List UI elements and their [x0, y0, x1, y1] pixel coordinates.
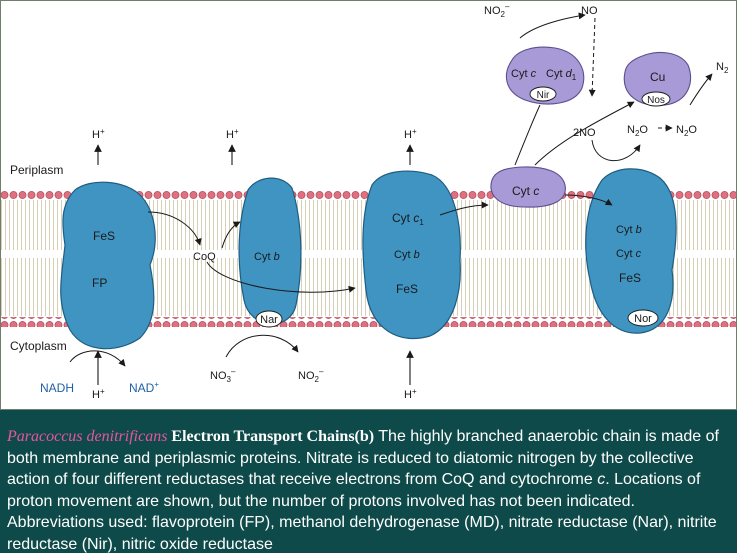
nitrate-reductase-nar: Cyt b Nar — [238, 177, 302, 328]
nor-badge — [627, 309, 659, 327]
no-label: NO — [581, 5, 598, 17]
svg-text:N2: N2 — [716, 61, 729, 75]
complex-fp-fes: FeS FP — [60, 181, 156, 350]
svg-text:Nos: Nos — [647, 95, 665, 106]
cytoplasm-label: Cytoplasm — [10, 339, 67, 353]
caption-text-1: The highly branched anaerobic chain is m… — [7, 428, 719, 488]
svg-text:H+: H+ — [404, 387, 417, 401]
two-no-label: 2NO — [573, 127, 596, 139]
nitrite-reductase-nir: Cyt c Cyt d1 Nir — [505, 46, 585, 105]
svg-text:N2O: N2O — [627, 124, 648, 138]
fes-label: Fe — [93, 229, 107, 243]
svg-text:NO2–: NO2– — [484, 2, 510, 19]
svg-text:Cyt c1: Cyt c1 — [392, 211, 424, 227]
fp-label: FP — [92, 276, 107, 290]
complex-cytbc1: Cyt c1 Cyt b FeS — [362, 170, 461, 340]
species-labels: NADH NAD+ NO3– NO2– NO2– NO 2NO N2O N2O … — [40, 2, 729, 395]
proton-arrows — [94, 144, 414, 385]
svg-text:N2O: N2O — [676, 124, 697, 138]
electron-transport-diagram: Periplasm Cytoplasm FeS FP Cyt b Nar CoQ… — [0, 0, 737, 410]
caption-text-italic: c — [597, 471, 606, 488]
svg-text:Cyt b: Cyt b — [394, 249, 420, 261]
svg-text:NAD+: NAD+ — [129, 380, 159, 395]
svg-text:Cyt c: Cyt c — [512, 184, 539, 198]
nos-badge — [641, 91, 671, 107]
nor-fes-label: FeS — [619, 271, 641, 285]
svg-text:FeS: FeS — [93, 229, 115, 243]
cu-label: Cu — [650, 70, 665, 84]
nir-badge — [529, 86, 557, 102]
svg-text:H+: H+ — [226, 127, 239, 141]
svg-text:NO3–: NO3– — [210, 367, 236, 384]
svg-text:H+: H+ — [92, 387, 105, 401]
nadh-label: NADH — [40, 381, 74, 395]
svg-text:Cyt c: Cyt c — [511, 68, 537, 80]
svg-text:Nor: Nor — [634, 313, 652, 325]
caption-species: Paracoccus denitrificans — [7, 428, 168, 445]
caption-title: Electron Transport Chains(b) — [167, 428, 375, 445]
svg-text:Cyt b: Cyt b — [616, 224, 642, 236]
figure-caption: Paracoccus denitrificans Electron Transp… — [0, 410, 737, 553]
caption-text-2: . Locations of proton movement are shown… — [7, 471, 717, 553]
proton-labels: H+ H+ H+ H+ H+ — [92, 127, 417, 401]
electron-flow-arrows — [69, 12, 713, 367]
svg-text:Cyt d1: Cyt d1 — [546, 68, 577, 82]
svg-text:H+: H+ — [404, 127, 417, 141]
svg-text:Cyt b: Cyt b — [254, 251, 280, 263]
periplasm-label: Periplasm — [10, 163, 63, 177]
coq-label: CoQ — [193, 251, 216, 263]
complex3-fes-label: FeS — [396, 282, 418, 296]
svg-text:NO2–: NO2– — [298, 367, 324, 384]
nitric-oxide-reductase-nor: Cyt b Cyt c FeS Nor — [585, 168, 677, 334]
svg-text:Nir: Nir — [537, 90, 550, 101]
cytochrome-c-membrane: Cyt c — [490, 166, 566, 208]
svg-text:H+: H+ — [92, 127, 105, 141]
nitrous-oxide-reductase-nos: Cu Nos — [623, 51, 692, 107]
nar-badge — [255, 310, 283, 328]
svg-text:Cyt c: Cyt c — [616, 248, 642, 260]
svg-text:Nar: Nar — [260, 314, 278, 326]
